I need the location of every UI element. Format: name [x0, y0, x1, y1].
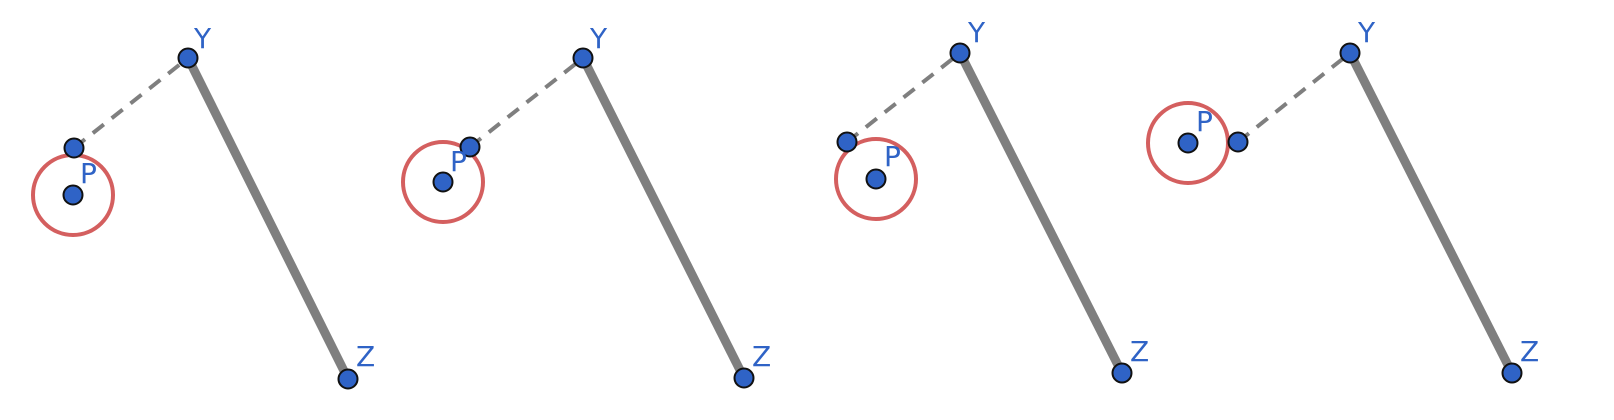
dashed-segment-4	[1236, 51, 1352, 144]
point-circle-4[interactable]	[1227, 131, 1249, 153]
point-p-1[interactable]	[62, 184, 84, 206]
circle-p-3	[834, 137, 918, 221]
point-z-1[interactable]	[337, 368, 359, 390]
point-circle-3[interactable]	[836, 131, 858, 153]
segment-yz-3	[955, 50, 1127, 376]
label-y-4: Y	[1357, 16, 1376, 49]
point-circle-2[interactable]	[459, 136, 481, 158]
point-y-2[interactable]	[572, 47, 594, 69]
dashed-segment-1	[72, 56, 190, 150]
label-p-1: P	[80, 157, 97, 190]
label-z-4: Z	[1520, 335, 1539, 368]
dashed-segment-3	[845, 51, 962, 144]
label-z-2: Z	[752, 340, 771, 373]
point-z-2[interactable]	[733, 367, 755, 389]
circle-p-2	[401, 140, 485, 224]
panel-2: Y Z P	[401, 22, 771, 389]
point-y-3[interactable]	[949, 42, 971, 64]
label-z-3: Z	[1130, 335, 1149, 368]
panel-3: Y Z P	[834, 16, 1149, 384]
point-y-4[interactable]	[1339, 42, 1361, 64]
segment-yz-1	[183, 55, 353, 382]
point-z-4[interactable]	[1501, 362, 1523, 384]
label-p-4: P	[1196, 105, 1213, 138]
point-y-1[interactable]	[177, 47, 199, 69]
label-y-2: Y	[589, 22, 608, 55]
point-z-3[interactable]	[1111, 362, 1133, 384]
segment-yz-2	[578, 55, 749, 381]
point-circle-1[interactable]	[63, 137, 85, 159]
point-p-4[interactable]	[1177, 132, 1199, 154]
panel-4: Y Z P	[1146, 16, 1539, 384]
label-y-1: Y	[193, 22, 212, 55]
dashed-segment-2	[468, 56, 585, 149]
label-p-2: P	[450, 145, 467, 178]
label-y-3: Y	[967, 16, 986, 49]
label-z-1: Z	[356, 340, 375, 373]
point-p-3[interactable]	[865, 168, 887, 190]
panel-1: Y Z P	[31, 22, 375, 390]
label-p-3: P	[884, 140, 901, 173]
segment-yz-4	[1345, 50, 1517, 376]
point-p-2[interactable]	[432, 171, 454, 193]
